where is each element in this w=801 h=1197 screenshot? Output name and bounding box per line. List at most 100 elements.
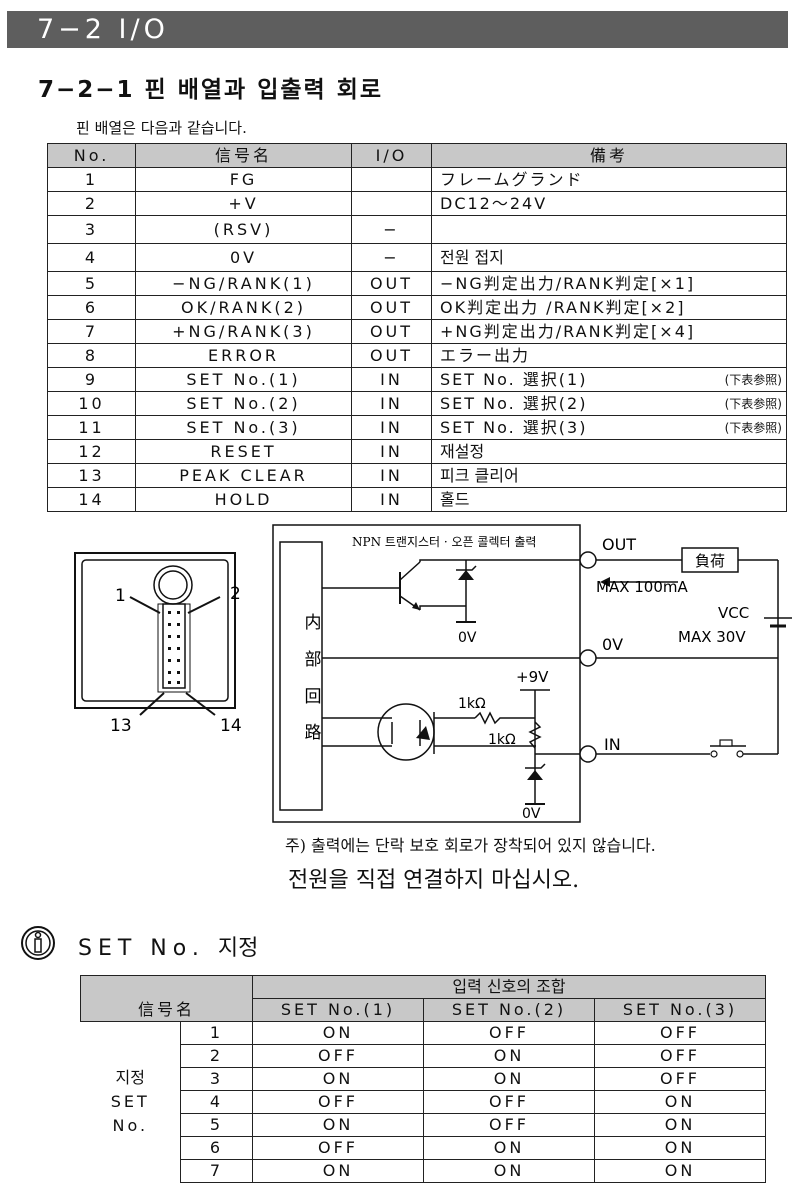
pin-remark: エラー出力 [431, 343, 787, 368]
pin-io: OUT [351, 343, 432, 368]
pin-io: IN [351, 487, 432, 512]
pin-io: OUT [351, 271, 432, 296]
set-value-3: ON [594, 1090, 766, 1114]
pin-remark-text: 피크 클리어 [440, 465, 519, 485]
pin-no: 5 [47, 271, 136, 296]
pin-remark: フレームグランド [431, 167, 787, 192]
set-table-signal-header: 信号名 [80, 998, 253, 1022]
set-no: 5 [180, 1113, 253, 1137]
pin-signal: RESET [135, 439, 352, 464]
pin-io [351, 167, 432, 192]
r2-label: 1kΩ [488, 732, 516, 748]
set-value-1: ON [252, 1113, 424, 1137]
internal-label-4: 路 [305, 723, 322, 743]
set-value-2: OFF [423, 1021, 595, 1045]
set-value-3: OFF [594, 1044, 766, 1068]
io-circuit-diagram: 内 部 回 路 NPN 트랜지스터 · 오픈 콜렉터 출력 0V OUT 負荷 … [272, 524, 792, 823]
set-section-title-ko: 지정 [217, 936, 259, 961]
pin-signal: +NG/RANK(3) [135, 319, 352, 344]
pin-io: IN [351, 367, 432, 392]
pin-remark: 피크 클리어 [431, 463, 787, 488]
pin-io: − [351, 215, 432, 244]
set-no: 7 [180, 1159, 253, 1183]
pin-label-13: 13 [110, 716, 132, 736]
header-signal: 信号名 [135, 143, 352, 168]
intro-text: 핀 배열은 다음과 같습니다. [76, 119, 247, 137]
subsection-title: 7−2−1 핀 배열과 입출력 회로 [38, 77, 384, 103]
pin-remark-note: (下表参照) [724, 396, 782, 411]
pin-remark-text: 재설정 [440, 441, 485, 461]
set-table-group-header: 입력 신호의 조합 [252, 975, 766, 999]
pin-signal: (RSV) [135, 215, 352, 244]
pin-remark: OK判定出力 /RANK判定[×2] [431, 295, 787, 320]
section-banner: 7−2 I/O [7, 11, 788, 48]
pin-remark-text: −NG判定出力/RANK判定[×1] [440, 273, 696, 293]
set-value-3: OFF [594, 1067, 766, 1091]
pin-io: IN [351, 415, 432, 440]
set-section-title-en: SET No. [78, 936, 205, 961]
zero-v-terminal-label: 0V [602, 635, 623, 654]
pin-remark: 홀드 [431, 487, 787, 512]
set-value-1: ON [252, 1159, 424, 1183]
pin-remark-note: (下表参照) [724, 372, 782, 387]
set-value-1: OFF [252, 1136, 424, 1160]
pin-remark: 전원 접지 [431, 243, 787, 272]
internal-label-3: 回 [305, 687, 322, 707]
pin-no: 1 [47, 167, 136, 192]
pin-io: IN [351, 463, 432, 488]
pin-io [351, 191, 432, 216]
set-value-1: OFF [252, 1090, 424, 1114]
set-number-table: 입력 신호의 조합 信号名 SET No.(1) SET No.(2) SET … [80, 975, 766, 1183]
pin-remark: +NG判定出力/RANK判定[×4] [431, 319, 787, 344]
set-value-2: ON [423, 1067, 595, 1091]
pin-no: 11 [47, 415, 136, 440]
pin-remark-text: エラー出力 [440, 345, 531, 365]
set-no: 2 [180, 1044, 253, 1068]
load-label: 負荷 [695, 552, 725, 570]
set-row-label-3: No. [112, 1116, 149, 1136]
pin-no: 10 [47, 391, 136, 416]
max-voltage-label: MAX 30V [678, 628, 746, 646]
pin-io: − [351, 243, 432, 272]
pin-no: 6 [47, 295, 136, 320]
header-remark: 備考 [431, 143, 787, 168]
set-value-2: ON [423, 1159, 595, 1183]
circuit-caption: NPN 트랜지스터 · 오픈 콜렉터 출력 [352, 535, 536, 549]
pin-no: 7 [47, 319, 136, 344]
set-value-2: ON [423, 1136, 595, 1160]
pin-signal: FG [135, 167, 352, 192]
pin-signal: SET No.(1) [135, 367, 352, 392]
section-banner-title: 7−2 I/O [37, 14, 169, 45]
r1-label: 1kΩ [458, 696, 486, 712]
pin-no: 3 [47, 215, 136, 244]
set-table-col-3: SET No.(3) [594, 998, 766, 1022]
pin-remark-text: DC12〜24V [440, 193, 548, 213]
info-icon [21, 926, 55, 960]
pin-no: 14 [47, 487, 136, 512]
set-value-1: ON [252, 1067, 424, 1091]
pin-remark: 재설정 [431, 439, 787, 464]
set-table-col-1: SET No.(1) [252, 998, 424, 1022]
set-value-3: OFF [594, 1021, 766, 1045]
pin-label-2: 2 [230, 584, 241, 604]
set-value-3: ON [594, 1136, 766, 1160]
set-value-3: ON [594, 1113, 766, 1137]
max-current-label: MAX 100mA [596, 578, 688, 596]
pin-no: 4 [47, 243, 136, 272]
pin-remark: DC12〜24V [431, 191, 787, 216]
set-no: 4 [180, 1090, 253, 1114]
pin-io: IN [351, 391, 432, 416]
set-no: 1 [180, 1021, 253, 1045]
in-label: IN [604, 735, 621, 754]
table-row: 5−NG/RANK(1)OUT−NG判定出力/RANK判定[×1] [47, 271, 787, 296]
